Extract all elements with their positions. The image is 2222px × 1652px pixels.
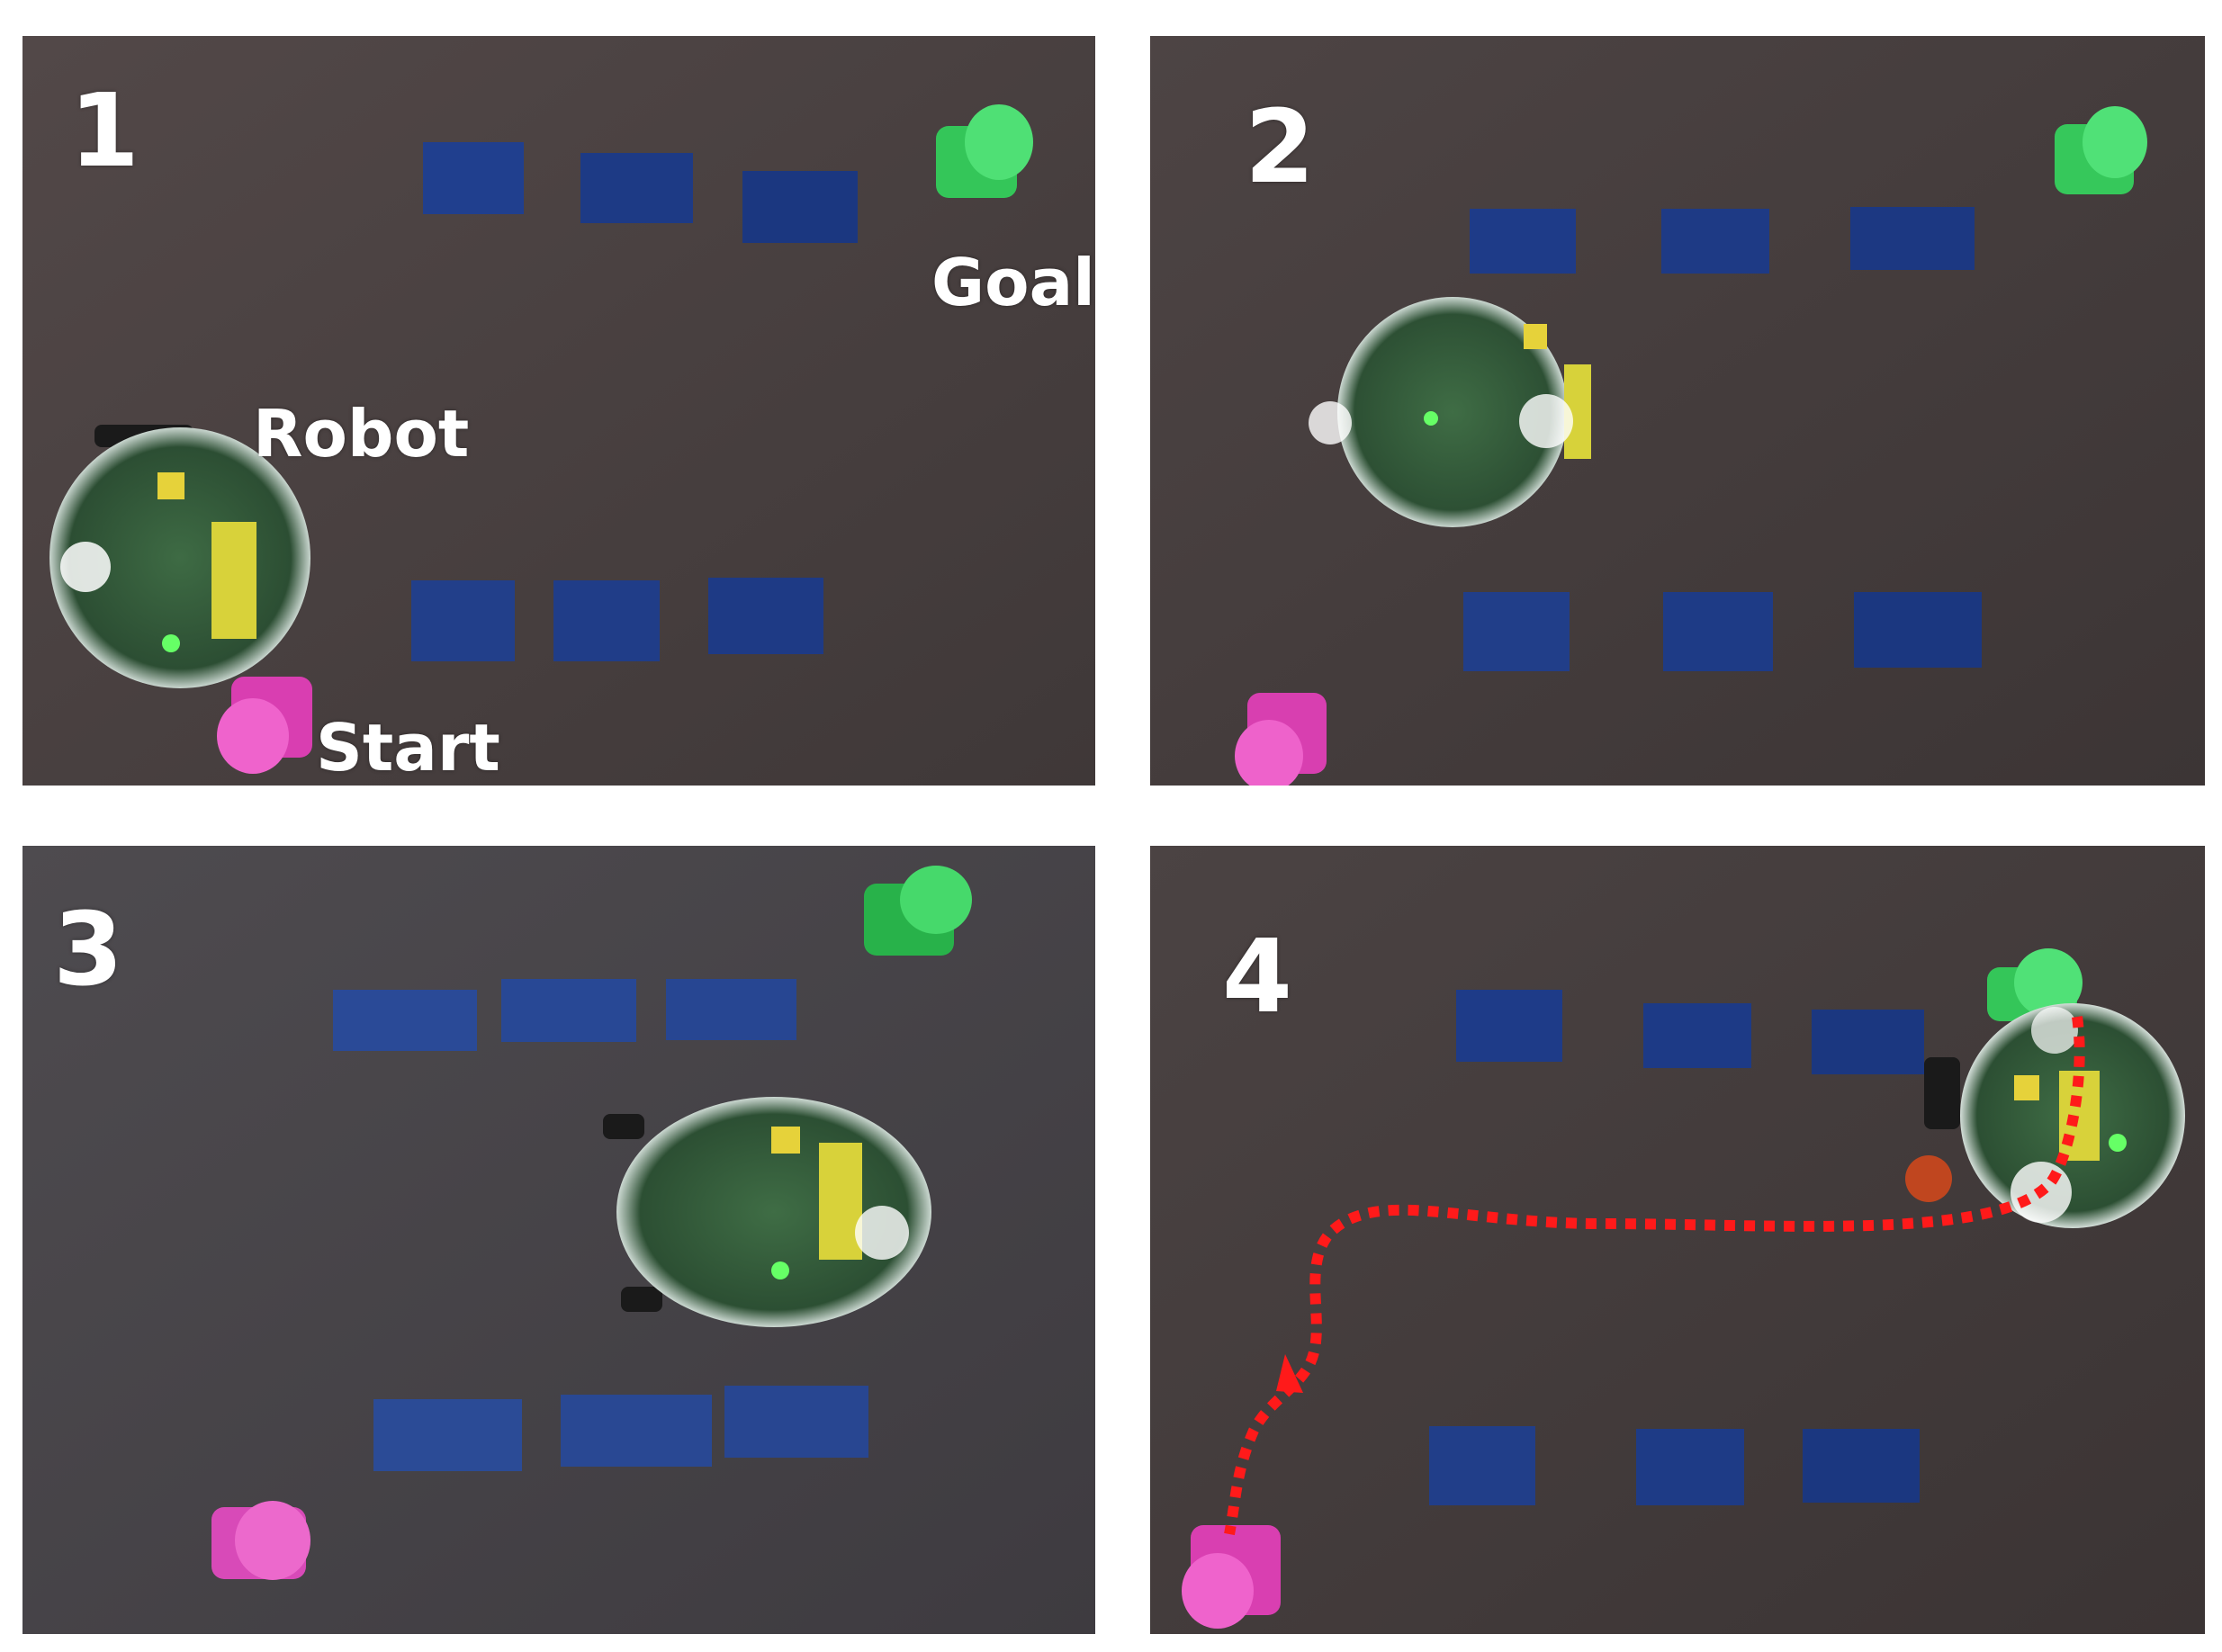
- block-row-top: [423, 142, 858, 243]
- block: [411, 580, 515, 661]
- robot: [49, 425, 310, 688]
- start-marker: [211, 1501, 310, 1580]
- panel-4: 4: [1150, 846, 2205, 1634]
- start-label: Start: [316, 710, 500, 786]
- floor: [22, 846, 1095, 1634]
- block-row-bottom: [1463, 592, 1982, 671]
- block-row-top: [1470, 207, 1975, 274]
- panel-4-photo: [1150, 846, 2205, 1634]
- block: [1850, 207, 1975, 270]
- panel-number: 3: [53, 892, 123, 1009]
- block-row-top: [1456, 990, 1924, 1074]
- block: [1663, 592, 1773, 671]
- block-row-bottom: [1429, 1426, 1920, 1505]
- block: [1456, 990, 1562, 1062]
- block: [708, 578, 823, 654]
- panel-number: 1: [69, 73, 139, 190]
- block: [724, 1386, 868, 1458]
- block-row-bottom: [373, 1386, 868, 1471]
- goal-label: Goal: [931, 245, 1095, 320]
- block: [1812, 1010, 1924, 1074]
- block: [580, 153, 693, 223]
- panel-1-photo: [22, 36, 1095, 786]
- block-row-bottom: [411, 578, 823, 661]
- robot-label: Robot: [253, 396, 470, 471]
- block: [501, 979, 636, 1042]
- block: [553, 580, 660, 661]
- panel-1: 1 Goal Robot Start: [22, 36, 1095, 786]
- goal-marker: [864, 866, 972, 956]
- block: [742, 171, 858, 243]
- block-row-top: [333, 979, 796, 1051]
- block: [1803, 1429, 1920, 1503]
- block: [1463, 592, 1570, 671]
- block: [561, 1395, 712, 1467]
- panel-3: 3: [22, 846, 1095, 1634]
- block: [1643, 1003, 1751, 1068]
- block: [666, 979, 796, 1040]
- panel-number: 2: [1245, 89, 1315, 206]
- block: [333, 990, 477, 1051]
- panel-3-photo: [22, 846, 1095, 1634]
- panel-number: 4: [1222, 919, 1292, 1036]
- panel-2-photo: [1150, 36, 2205, 786]
- block: [423, 142, 524, 214]
- block: [1636, 1429, 1744, 1505]
- robot: [603, 1097, 931, 1327]
- start-marker: [217, 677, 312, 774]
- panel-2: 2: [1150, 36, 2205, 786]
- block: [1854, 592, 1982, 668]
- goal-marker: [2055, 106, 2147, 194]
- start-marker: [1182, 1525, 1281, 1629]
- block: [1470, 209, 1576, 274]
- path-arrowhead: [1276, 1354, 1303, 1393]
- block: [373, 1399, 522, 1471]
- block: [1661, 209, 1769, 274]
- goal-marker: [936, 104, 1033, 198]
- block: [1429, 1426, 1535, 1505]
- start-marker: [1235, 693, 1327, 786]
- robot: [1309, 297, 1591, 527]
